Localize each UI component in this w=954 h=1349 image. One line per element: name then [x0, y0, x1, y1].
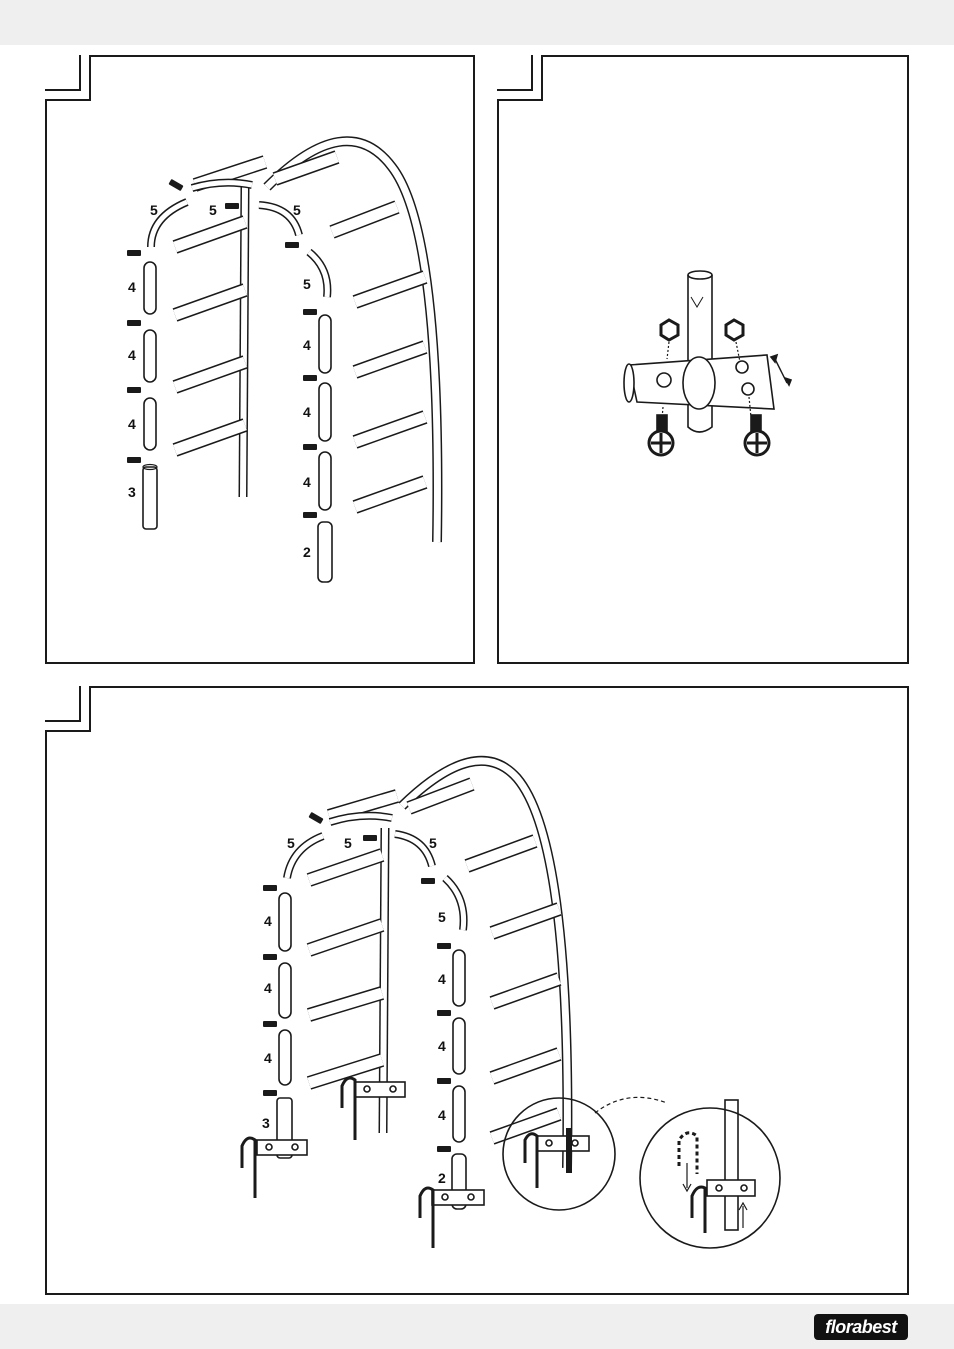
part-label: 2 — [303, 544, 311, 560]
part-label: 4 — [264, 913, 272, 929]
logo-wordmark: florabest — [814, 1317, 908, 1338]
detail-circle-large — [640, 1108, 780, 1248]
part-label: 5 — [287, 835, 295, 851]
nut-icon — [661, 320, 678, 340]
part-label: 4 — [303, 474, 311, 490]
bolt-icon — [649, 415, 673, 455]
panel-step-2 — [497, 55, 909, 664]
part-label: 5 — [438, 909, 446, 925]
arch-assembly-illustration: 5 5 5 4 4 4 3 5 4 4 4 2 — [47, 57, 477, 666]
part-label: 4 — [264, 1050, 272, 1066]
nut-icon — [726, 320, 743, 340]
panel-step-1: 5 5 5 4 4 4 3 5 4 4 4 2 — [45, 55, 475, 664]
ground-anchor-middle — [342, 1078, 405, 1140]
part-label: 4 — [303, 337, 311, 353]
part-label: 4 — [128, 279, 136, 295]
part-label: 4 — [303, 404, 311, 420]
bolt-icon — [745, 415, 769, 455]
part-label: 5 — [344, 835, 352, 851]
part-label: 5 — [429, 835, 437, 851]
part-label: 5 — [150, 202, 158, 218]
panel-step-3: 5 5 5 4 4 4 3 5 4 4 4 2 — [45, 686, 909, 1295]
ground-anchor-right — [420, 1188, 484, 1248]
bracket-detail-illustration — [499, 57, 911, 666]
part-label: 3 — [262, 1115, 270, 1131]
part-label: 4 — [128, 416, 136, 432]
part-label: 5 — [303, 276, 311, 292]
footer-band — [0, 1304, 954, 1349]
ground-anchor-left — [242, 1138, 307, 1198]
part-label: 4 — [438, 1107, 446, 1123]
header-band — [0, 0, 954, 45]
part-label: 5 — [209, 202, 217, 218]
anchored-arch-illustration: 5 5 5 4 4 4 3 5 4 4 4 2 — [47, 688, 911, 1297]
part-label: 2 — [438, 1170, 446, 1186]
part-label: 4 — [264, 980, 272, 996]
florabest-logo: florabest — [814, 1310, 908, 1342]
part-label: 5 — [293, 202, 301, 218]
part-label: 4 — [438, 971, 446, 987]
part-label: 4 — [438, 1038, 446, 1054]
part-label: 3 — [128, 484, 136, 500]
part-label: 4 — [128, 347, 136, 363]
rungs-left — [175, 162, 265, 450]
